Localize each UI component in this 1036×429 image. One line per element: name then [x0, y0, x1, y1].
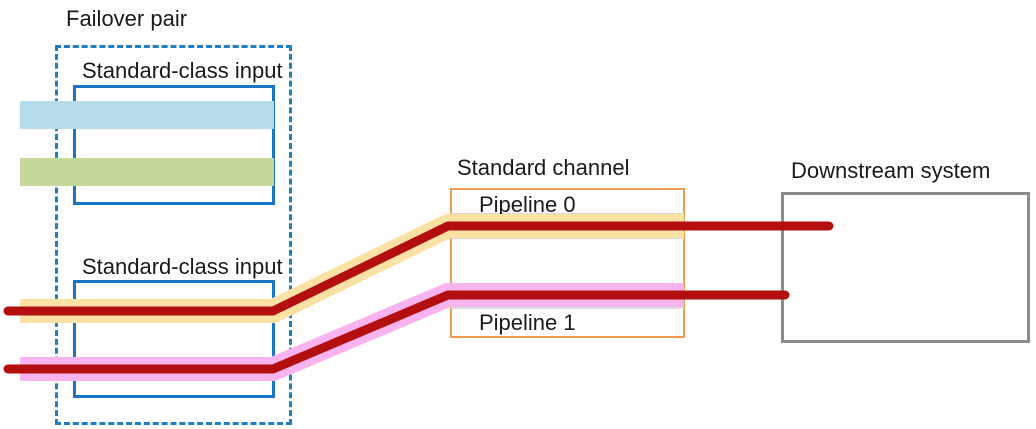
standard-channel-label: Standard channel: [457, 155, 630, 180]
pipeline-1-label: Pipeline 1: [479, 310, 576, 335]
failover-pair-label: Failover pair: [66, 6, 188, 31]
standard-class-input-box-0: [73, 85, 275, 205]
pipeline-0-label: Pipeline 0: [479, 192, 576, 217]
downstream-system-box: [781, 192, 1030, 343]
stream-bar-green: [20, 158, 274, 186]
downstream-system-label: Downstream system: [791, 158, 991, 183]
standard-class-input-label-0: Standard-class input: [82, 58, 283, 83]
pipeline-1-track: [451, 283, 684, 309]
standard-class-input-box-1: [73, 280, 275, 398]
stream-bar-blue: [20, 101, 274, 129]
standard-class-input-label-1: Standard-class input: [82, 254, 283, 279]
